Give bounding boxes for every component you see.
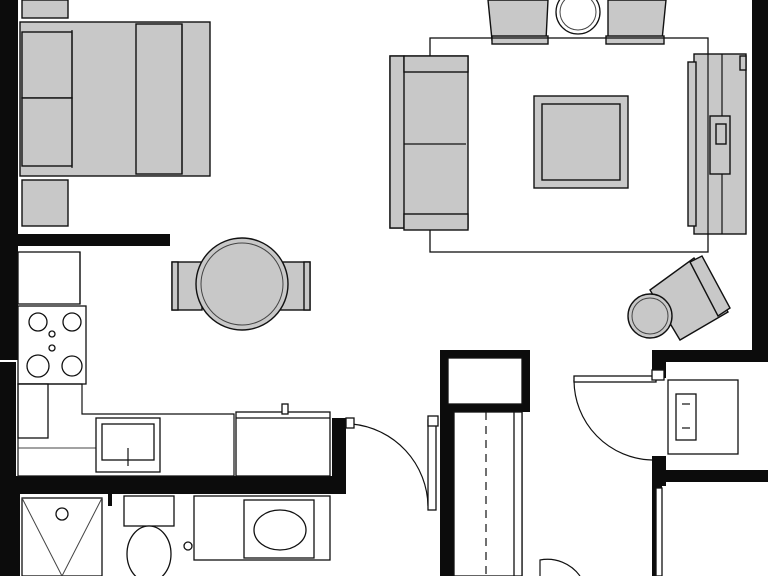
coffee-table-inner [541,103,621,181]
closet-right-door [655,487,663,576]
side-table-top [555,0,601,35]
hallway [447,357,523,576]
dining-chair-right-back [303,261,311,311]
wall-right-upper [752,0,768,362]
dining-table-inner [200,242,284,326]
bath-door-leaf [427,419,437,511]
burner-center-2 [48,344,56,352]
armchair-corner [627,255,731,341]
bed-blanket-fold [135,23,183,175]
dining-set [171,237,311,331]
fridge [17,251,81,305]
shower-diag-2 [61,497,103,576]
wall-hall-top [440,350,530,358]
coffee-table [533,95,629,189]
armchair-top-left [487,0,549,41]
bath-door-jamb [427,415,439,427]
bath-door-stop [345,417,355,429]
nightstand-top [21,0,69,19]
tv-console [687,53,747,235]
burner-3 [26,354,50,378]
closet-door-jamb [651,369,665,381]
kitchen [17,251,331,477]
counter-left [17,383,49,439]
doors [345,369,665,576]
tv-console-side [687,61,697,227]
dishwasher-handle [281,403,289,415]
pillow-bottom [21,97,73,167]
sofa-arm-top [403,55,469,73]
shower-diag-1 [21,497,63,576]
toilet-bowl [126,525,172,576]
wall-hall-shelf [440,404,530,412]
armchair-top-right-base [605,35,665,45]
bath-sink-basin [253,509,307,551]
armchair-top-right [607,0,667,41]
dishwasher [235,411,331,477]
hall-wall-panel [453,411,523,576]
entry-door-swing [539,558,581,576]
hall-wall-panel-right [513,411,523,576]
dining-chair-left-back [171,261,179,311]
armchairs-top [487,0,667,45]
side-table-corner-inner [631,297,669,335]
wall-bath-mid [108,494,112,506]
wall-left-lower [0,362,16,576]
tv-stand-knob [739,55,747,71]
toilet-tank [123,495,175,527]
burner-4 [61,355,83,377]
toilet-paper [183,541,193,551]
closet [655,379,739,576]
nightstand-bottom [21,179,69,227]
burner-center-1 [48,330,56,338]
counter-outline [17,383,235,477]
armchair-corner-back [689,255,731,318]
wall-closet-bottom [652,470,768,482]
dining-table [195,237,289,331]
closet-door-swing [573,379,653,461]
bed [19,21,211,177]
hall-closet-shelf [447,357,523,405]
wall-hall-right [522,350,530,412]
wall-kitchen-bath [16,476,346,494]
sofa-arm-bottom [403,213,469,231]
bath-door-swing [351,423,429,507]
wall-hall-inner [440,412,454,576]
pillow-top [21,31,73,99]
wall-bedroom-partition [18,234,170,246]
bathroom [21,495,331,576]
wall-bath-right [332,418,346,494]
side-table-top-inner [559,0,597,31]
wall-closet-top [652,350,768,362]
sofa-back [389,55,405,229]
wall-bath-left [16,494,20,576]
tv-screen [715,123,727,145]
burner-2 [62,312,82,332]
sofa [389,55,469,231]
wall-left-upper [0,0,18,360]
armchair-top-left-base [491,35,549,45]
side-table-corner [627,293,673,339]
shower-drain [55,507,69,521]
closet-door-leaf [573,375,657,383]
washer-panel [675,393,697,441]
burner-1 [28,312,48,332]
